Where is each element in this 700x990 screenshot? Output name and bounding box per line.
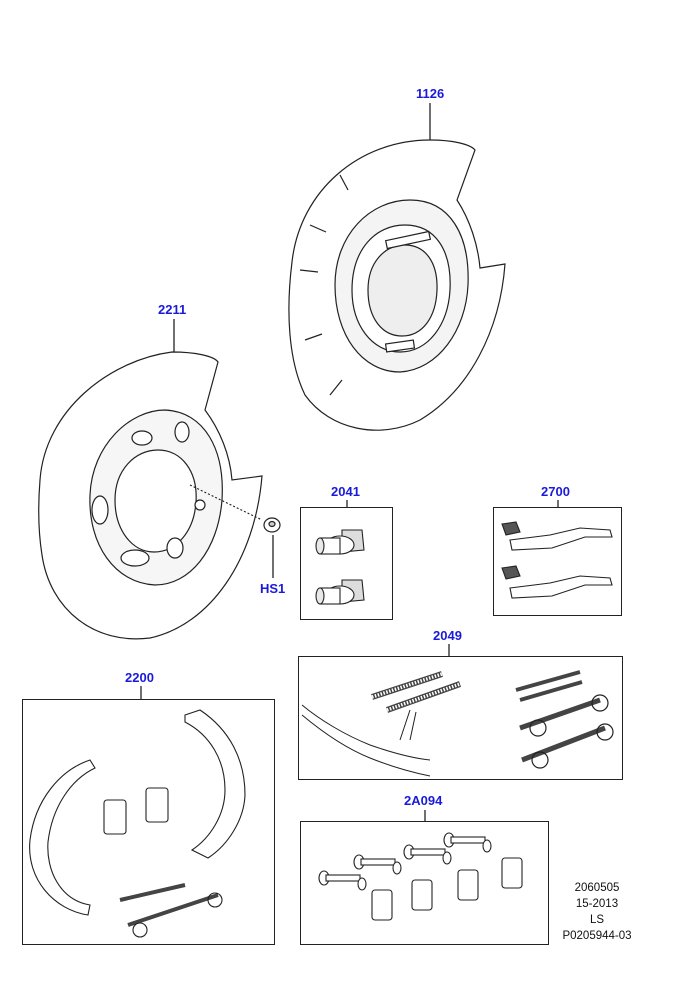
- pins-clips-2a094: [318, 832, 523, 921]
- backing-plate-2211: [38, 351, 263, 640]
- springs-cables-2049: [301, 670, 614, 777]
- reference-line-4: P0205944-03: [562, 930, 632, 942]
- kit-box-2200: [22, 699, 275, 945]
- reference-block: 2060505 15-2013 LS P0205944-03: [542, 880, 652, 944]
- reference-line-2: 15-2013: [575, 898, 619, 910]
- adjusters-2041: [315, 529, 365, 605]
- kit-box-2049: [298, 656, 623, 780]
- reference-line-3: LS: [589, 914, 605, 926]
- struts-2700: [501, 521, 613, 599]
- dust-shield-assembly-1126: [288, 139, 506, 431]
- kit-box-2041: [300, 507, 393, 620]
- kit-box-2a094: [300, 821, 549, 945]
- callout-2049[interactable]: 2049: [433, 628, 462, 643]
- brake-shoes-2200: [29, 709, 246, 938]
- callout-hs1[interactable]: HS1: [260, 581, 286, 596]
- reference-line-1: 2060505: [574, 882, 620, 894]
- kit-box-2700: [493, 507, 622, 616]
- bolt-hs1: [189, 484, 281, 533]
- callout-1126[interactable]: 1126: [416, 86, 445, 101]
- callout-2041[interactable]: 2041: [331, 484, 360, 499]
- callout-2700[interactable]: 2700: [541, 484, 570, 499]
- callout-2a094[interactable]: 2A094: [404, 793, 443, 808]
- callout-2211[interactable]: 2211: [158, 302, 187, 317]
- callout-2200[interactable]: 2200: [125, 670, 154, 685]
